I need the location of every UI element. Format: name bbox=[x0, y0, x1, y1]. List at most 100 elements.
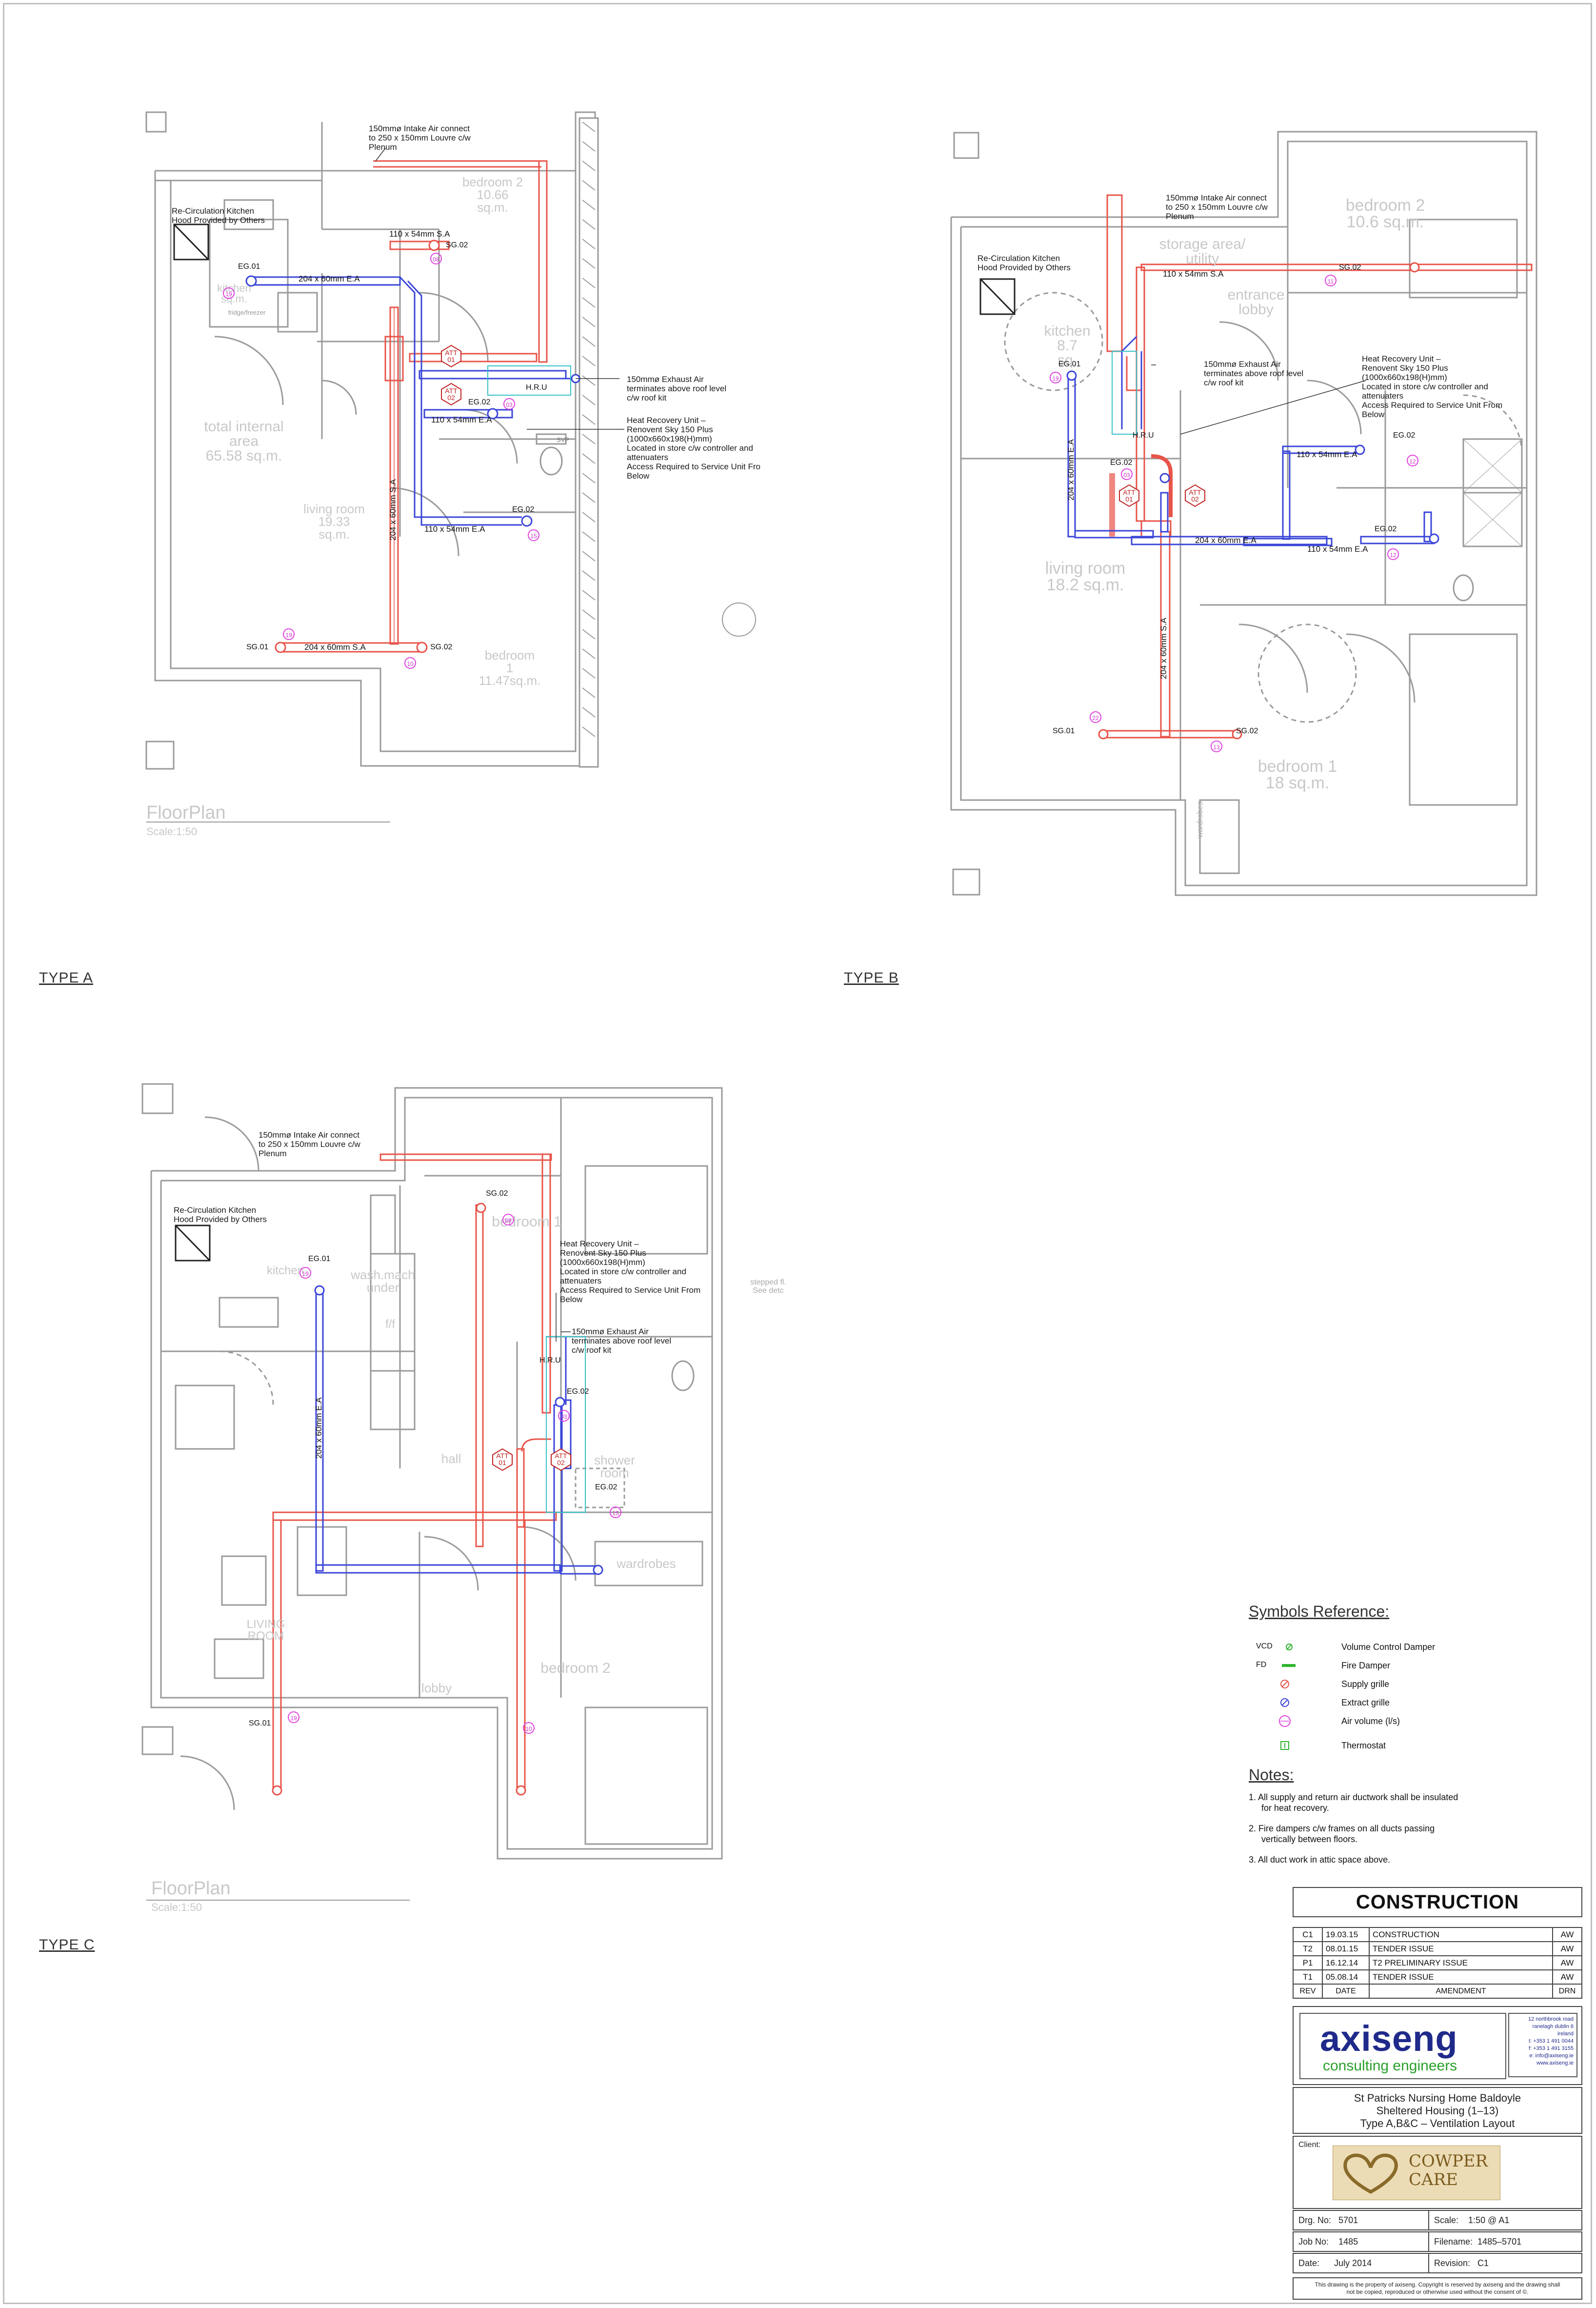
type-c-tag-eg02a: EG.02 bbox=[567, 1387, 589, 1396]
title-block: CONSTRUCTION C1 19.03.15 CONSTRUCTION AW… bbox=[1293, 1887, 1582, 2302]
type-c-tag-sg02: SG.02 bbox=[486, 1189, 508, 1198]
job-no-cell: Job No: 1485 bbox=[1293, 2231, 1429, 2252]
type-b-label: TYPE B bbox=[844, 970, 899, 986]
type-a-floorplan-title: FloorPlan bbox=[146, 803, 226, 823]
type-a-num-1: 19 bbox=[223, 287, 235, 299]
drg-no-cell: Drg. No: 5701 bbox=[1293, 2210, 1429, 2230]
type-c-label: TYPE C bbox=[39, 1937, 95, 1953]
type-b-intake-note: 150mmø Intake Air connect to 250 x 150mm… bbox=[1166, 193, 1268, 221]
type-c-room-wash: wash.mach under bbox=[351, 1267, 415, 1295]
company-address: 12 northbrook road ranelagh dublin 6 ire… bbox=[1508, 2013, 1577, 2077]
sheet-border bbox=[3, 3, 1592, 2304]
date-header: DATE bbox=[1322, 1984, 1370, 1999]
date-cell: Date: July 2014 bbox=[1293, 2253, 1429, 2273]
date-value: July 2014 bbox=[1334, 2258, 1372, 2268]
symbol-row: Air volume (l/s) bbox=[1249, 1714, 1561, 1739]
type-c-tag-sg01: SG.01 bbox=[249, 1719, 271, 1727]
scale-cell: Scale: 1:50 @ A1 bbox=[1428, 2210, 1582, 2230]
type-c-att-2: ATT 02 bbox=[555, 1452, 567, 1466]
type-a-svp: SVP bbox=[556, 436, 569, 443]
type-a-tag-eg02b: EG.02 bbox=[512, 505, 535, 514]
air-volume-icon bbox=[1279, 1715, 1291, 1727]
type-b-duct-5: 110 x 54mm E.A bbox=[1307, 544, 1368, 554]
supply-grille-icon bbox=[1280, 1680, 1289, 1688]
type-b-tag-eg02c: EG.02 bbox=[1375, 525, 1397, 533]
date-cell: 16.12.14 bbox=[1322, 1955, 1370, 1970]
job-no-value: 1485 bbox=[1338, 2237, 1358, 2247]
project-title: St Patricks Nursing Home Baldoyle Shelte… bbox=[1293, 2087, 1582, 2134]
company-subtitle: consulting engineers bbox=[1323, 2058, 1457, 2074]
project-title-text: St Patricks Nursing Home Baldoyle Shelte… bbox=[1354, 2092, 1521, 2129]
type-a-tag-sg02a: SG.02 bbox=[446, 241, 468, 249]
type-c-room-hall: hall bbox=[441, 1451, 461, 1466]
note-item: 3. All duct work in attic space above. bbox=[1249, 1855, 1391, 1865]
type-c-att-1: ATT 01 bbox=[496, 1452, 509, 1466]
type-b-num-5: 12 bbox=[1387, 548, 1399, 560]
type-b-room-storage: storage area/ utility bbox=[1159, 236, 1246, 267]
plan-type-c bbox=[141, 1083, 723, 1901]
info-row-date: Date: July 2014 Revision: C1 bbox=[1293, 2253, 1582, 2273]
type-c-num-2: 19 bbox=[299, 1267, 311, 1279]
type-a-num-6: 10 bbox=[404, 657, 416, 669]
scale-value: 1:50 @ A1 bbox=[1468, 2215, 1510, 2225]
date-label: Date: bbox=[1298, 2258, 1320, 2268]
symbol-abbr: VCD bbox=[1256, 1642, 1273, 1650]
type-b-att-1: ATT 01 bbox=[1123, 488, 1136, 503]
drn-cell: AW bbox=[1552, 1955, 1582, 1970]
type-c-room-ff: f/f bbox=[385, 1318, 395, 1331]
type-b-tag-eg01: EG.01 bbox=[1058, 360, 1081, 368]
status-badge: CONSTRUCTION bbox=[1293, 1887, 1582, 1917]
type-b-duct-6: 204 x 60mm S.A bbox=[1159, 618, 1168, 679]
type-a-num-4: 15 bbox=[528, 529, 539, 541]
note-item: 1. All supply and return air ductwork sh… bbox=[1249, 1792, 1458, 1813]
type-b-num-3: 12 bbox=[1407, 455, 1418, 466]
type-b-room-living: living room 18.2 sq.m. bbox=[1045, 559, 1126, 594]
type-b-room-bedroom1: bedroom 1 18 sq.m. bbox=[1257, 757, 1337, 792]
type-c-room-bedroom2: bedroom 2 bbox=[540, 1660, 611, 1676]
type-b-hood-note: Re-Circulation Kitchen Hood Provided by … bbox=[978, 254, 1071, 272]
scale-label: Scale: bbox=[1434, 2215, 1459, 2225]
drn-cell: AW bbox=[1552, 1927, 1582, 1942]
type-c-duct-1: 204 x 60mm E.A bbox=[314, 1397, 323, 1459]
type-b-room-bedroom2: bedroom 2 10.6 sq.m. bbox=[1345, 196, 1425, 231]
type-c-hru-tag: H.R.U bbox=[539, 1356, 561, 1365]
symbol-abbr: FD bbox=[1256, 1661, 1267, 1669]
type-c-num-3: 03 bbox=[558, 1410, 570, 1422]
amendment-cell: TENDER ISSUE bbox=[1369, 1969, 1553, 1985]
symbol-label: Fire Damper bbox=[1341, 1661, 1391, 1670]
type-c-room-bedroom1: bedroom 1 bbox=[492, 1214, 562, 1230]
type-a-intake-note: 150mmø Intake Air connect to 250 x 150mm… bbox=[369, 124, 471, 152]
revision-table: C1 19.03.15 CONSTRUCTION AW T2 08.01.15 … bbox=[1293, 1927, 1582, 1999]
type-a-room-living: living room 19.33 sq.m. bbox=[303, 502, 365, 542]
type-c-room-kitchen: kitchen bbox=[266, 1264, 304, 1277]
copyright-text: This drawing is the property of axiseng.… bbox=[1315, 2281, 1560, 2295]
type-a-fridge: fridge/freezer bbox=[228, 309, 266, 316]
type-b-room-entrance: entrance lobby bbox=[1227, 287, 1285, 318]
rev-cell: P1 bbox=[1293, 1955, 1323, 1970]
type-b-hru-tag: H.R.U bbox=[1133, 431, 1154, 440]
fire-damper-icon bbox=[1282, 1664, 1296, 1667]
drn-header: DRN bbox=[1552, 1984, 1582, 1999]
type-c-hru-note: Heat Recovery Unit – Renovent Sky 150 Pl… bbox=[560, 1239, 701, 1304]
thermostat-icon bbox=[1280, 1741, 1289, 1750]
type-c-floorplan-title: FloorPlan bbox=[151, 1878, 231, 1899]
client-logo: COWPER CARE bbox=[1333, 2146, 1500, 2200]
type-a-room-bedroom2: bedroom 2 10.66 sq.m. bbox=[462, 175, 523, 215]
type-a-exhaust-note: 150mmø Exhaust Air terminates above roof… bbox=[627, 375, 727, 402]
type-a-duct-3: 110 x 54mm E.A bbox=[431, 415, 492, 424]
company-logo-box: axiseng consulting engineers 12 northbro… bbox=[1293, 2006, 1582, 2085]
drg-no-label: Drg. No: bbox=[1298, 2215, 1332, 2225]
type-a-att-1: ATT 01 bbox=[445, 349, 458, 363]
type-a-tag-sg02b: SG.02 bbox=[430, 643, 453, 651]
company-logo: axiseng consulting engineers bbox=[1299, 2013, 1506, 2079]
type-a-duct-6: 204 x 60mm S.A bbox=[304, 642, 366, 652]
type-b-tag-sg02b: SG.02 bbox=[1236, 727, 1258, 735]
type-b-tag-eg02a: EG.02 bbox=[1393, 431, 1416, 440]
plan-type-a bbox=[145, 111, 756, 823]
client-label: Client: bbox=[1298, 2141, 1321, 2149]
type-c-exhaust-note: 150mmø Exhaust Air terminates above roof… bbox=[572, 1327, 672, 1355]
rev-cell: T1 bbox=[1293, 1969, 1323, 1985]
type-c-floorplan-scale: Scale:1:50 bbox=[151, 1901, 202, 1913]
rev-cell: C1 bbox=[1293, 1927, 1323, 1942]
